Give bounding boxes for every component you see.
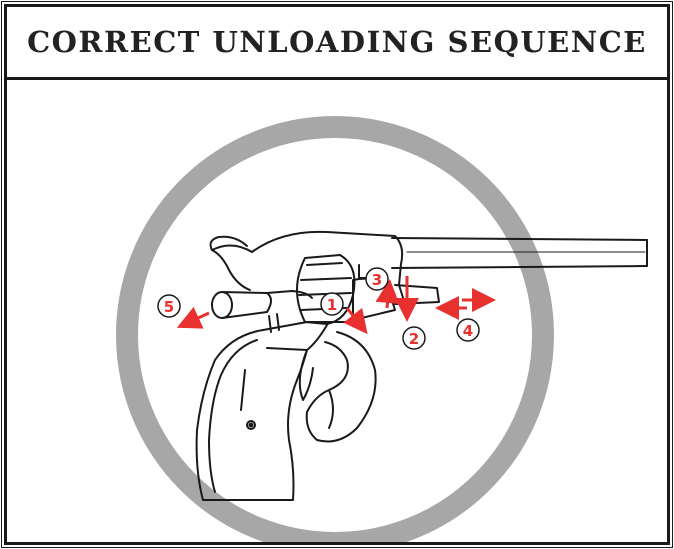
- step-number: 3: [372, 271, 382, 289]
- step-number: 4: [463, 322, 473, 340]
- step-callout-5: 5: [157, 294, 181, 318]
- callout-arrows: [176, 276, 496, 335]
- step-callout-1: 1: [320, 292, 344, 316]
- red-arrow-icon: [375, 279, 400, 309]
- red-arrow-icon: [176, 306, 210, 329]
- step-callout-3: 3: [365, 267, 389, 291]
- step-callout-2: 2: [402, 326, 426, 350]
- unloading-diagram: 1 2 3 4 5: [7, 80, 667, 542]
- revolver-illustration: 1 2 3 4 5: [116, 116, 648, 542]
- revolver-icon: [195, 230, 648, 501]
- ring-icon: [116, 116, 554, 542]
- step-callout-4: 4: [456, 318, 480, 342]
- step-number: 1: [327, 296, 337, 314]
- step-number: 2: [409, 330, 419, 348]
- title-bar: CORRECT UNLOADING SEQUENCE: [7, 7, 667, 80]
- step-number: 5: [164, 298, 174, 316]
- red-arrow-icon: [343, 307, 368, 335]
- page-title: CORRECT UNLOADING SEQUENCE: [27, 25, 647, 59]
